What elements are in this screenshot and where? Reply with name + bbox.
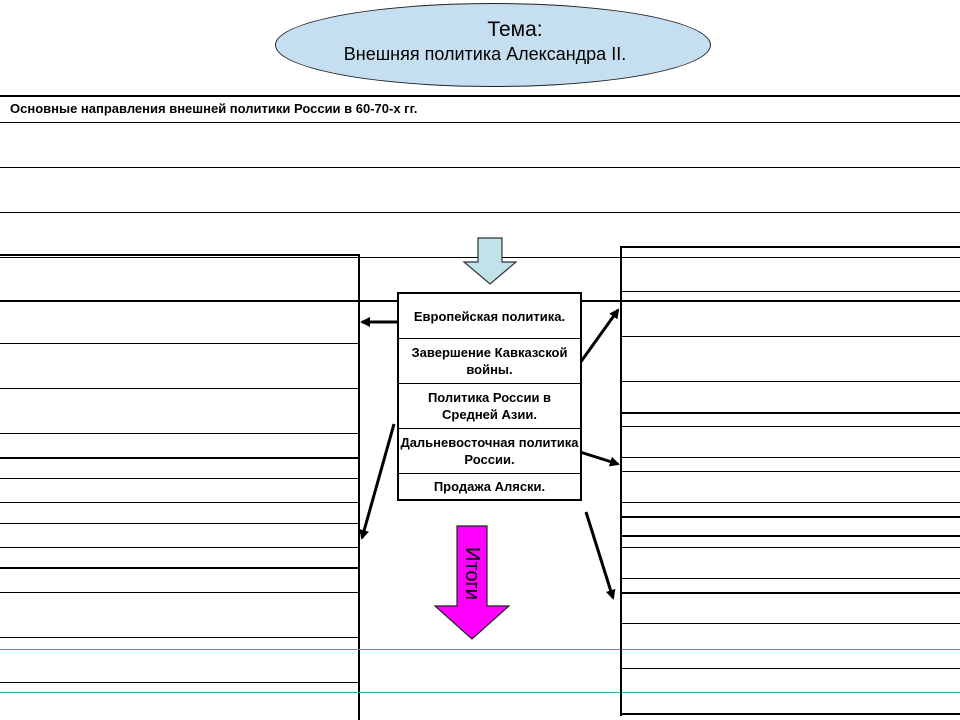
teal-line <box>0 649 960 650</box>
title-oval <box>275 3 711 87</box>
right-table-line <box>620 516 960 518</box>
direction-caucasus: Завершение Кавказской войны. <box>399 339 580 384</box>
arrow-left-bottom <box>359 423 396 540</box>
right-table-line <box>620 246 960 248</box>
direction-far-east: Дальневосточная политика России. <box>399 429 580 474</box>
header-text: Основные направления внешней политики Ро… <box>10 101 418 116</box>
left-table-line <box>0 433 360 434</box>
direction-european: Европейская политика. <box>399 294 580 339</box>
right-table-line <box>620 578 960 579</box>
right-table-line <box>620 471 960 472</box>
row-line <box>0 212 960 213</box>
right-table-line <box>620 547 960 548</box>
left-table-line <box>0 592 360 593</box>
down-arrow <box>462 237 518 285</box>
arrow-right-top <box>578 308 620 364</box>
left-table-line <box>0 547 360 548</box>
right-table-line <box>620 426 960 427</box>
right-table-line <box>620 457 960 458</box>
right-table-line <box>620 291 960 292</box>
arrow-right-bottom <box>584 511 616 600</box>
right-table-line <box>620 381 960 382</box>
right-table-line <box>620 713 960 715</box>
left-table-line <box>0 502 360 503</box>
results-arrow <box>433 525 511 640</box>
left-table-line <box>0 682 360 683</box>
left-table-line <box>0 343 360 344</box>
left-table-border <box>358 254 360 720</box>
right-table-line <box>620 535 960 537</box>
right-table-line <box>620 592 960 594</box>
results-label: Итоги <box>460 546 483 600</box>
right-table-line <box>620 623 960 624</box>
left-table-line <box>0 388 360 389</box>
direction-alaska: Продажа Аляски. <box>433 479 546 494</box>
row-line <box>0 167 960 168</box>
right-table-line <box>620 502 960 503</box>
arrow-right-middle <box>579 450 620 467</box>
header-band <box>0 95 960 123</box>
row-line <box>0 122 960 123</box>
teal-line <box>0 692 960 693</box>
left-table-line <box>0 523 360 524</box>
direction-central-asia: Политика России в Средней Азии. <box>399 384 580 429</box>
directions-box: Европейская политика. Завершение Кавказс… <box>397 292 582 501</box>
right-table-line <box>620 412 960 414</box>
left-table-line <box>0 637 360 638</box>
left-table-line <box>0 567 360 569</box>
title-topic: Внешняя политика Александра II. <box>343 44 627 64</box>
title-label: Тема: <box>487 18 543 41</box>
right-table-line <box>620 336 960 337</box>
left-table-line <box>0 478 360 479</box>
right-table-border <box>620 246 622 716</box>
right-table-line <box>620 668 960 669</box>
left-table-line <box>0 457 360 459</box>
left-table-line <box>0 254 360 256</box>
